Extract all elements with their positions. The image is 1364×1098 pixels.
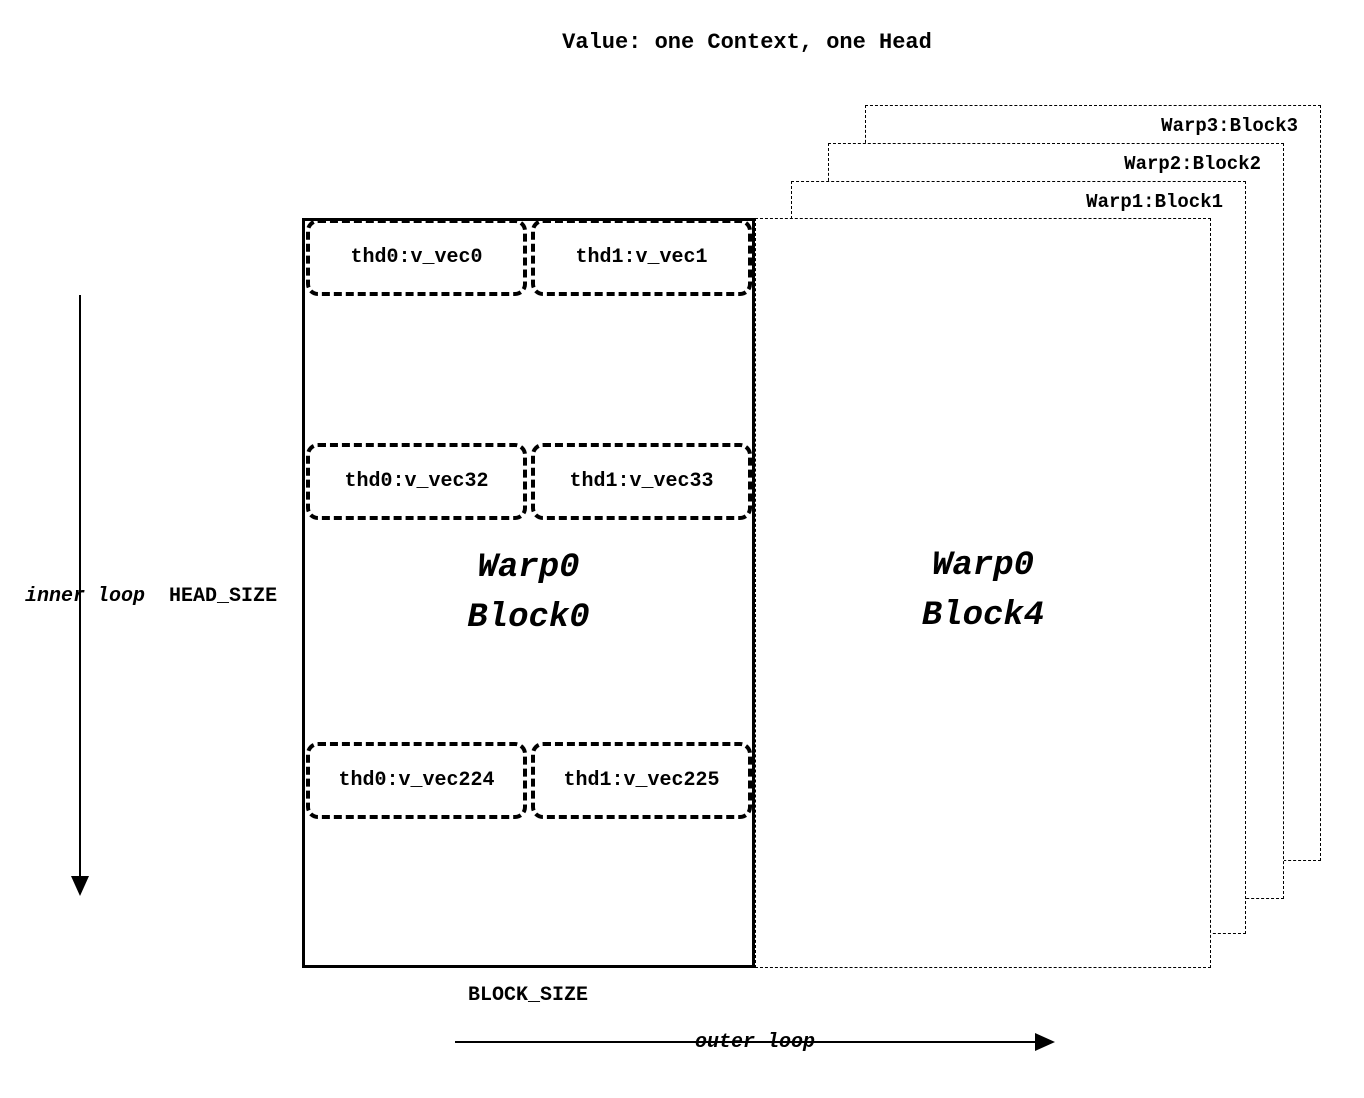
warp0-block0-line2: Block0 (467, 599, 590, 637)
vec-box-row1-right: thd1:v_vec1 (531, 219, 752, 296)
vec-box-row3-left: thd0:v_vec224 (306, 742, 527, 819)
inner-loop-label: inner loop HEAD_SIZE (25, 585, 277, 608)
warp3-block3-label: Warp3:Block3 (1161, 115, 1298, 137)
down-arrowhead-icon (71, 876, 89, 896)
head-size-label: HEAD_SIZE (169, 585, 278, 608)
warp0-block0-title: Warp0 Block0 (305, 543, 752, 643)
vec-label: thd1:v_vec33 (569, 470, 714, 493)
warp0-block4-box: Warp0 Block4 (755, 218, 1211, 968)
warp2-block2-label: Warp2:Block2 (1124, 153, 1261, 175)
block-size-label: BLOCK_SIZE (467, 984, 589, 1007)
vec-label: thd1:v_vec1 (575, 246, 708, 269)
vec-label: thd0:v_vec32 (344, 470, 489, 493)
vec-box-row2-left: thd0:v_vec32 (306, 443, 527, 520)
right-arrowhead-icon (1035, 1033, 1055, 1051)
inner-loop-arrow-line (79, 295, 81, 878)
vec-box-row2-right: thd1:v_vec33 (531, 443, 752, 520)
warp1-block1-label: Warp1:Block1 (1086, 191, 1223, 213)
vec-box-row1-left: thd0:v_vec0 (306, 219, 527, 296)
vec-label: thd0:v_vec0 (350, 246, 483, 269)
vec-label: thd1:v_vec225 (563, 769, 720, 792)
diagram-title: Value: one Context, one Head (562, 30, 932, 55)
warp0-block4-title: Warp0 Block4 (756, 541, 1210, 641)
outer-loop-arrow-line (455, 1041, 1037, 1043)
outer-loop-label: outer loop (694, 1031, 816, 1054)
warp0-block0-line1: Warp0 (477, 549, 580, 587)
vec-box-row3-right: thd1:v_vec225 (531, 742, 752, 819)
warp0-block4-line2: Block4 (921, 597, 1045, 635)
vec-label: thd0:v_vec224 (338, 769, 495, 792)
warp0-block4-line1: Warp0 (931, 547, 1035, 585)
warp0-block0-box: thd0:v_vec0 thd1:v_vec1 thd0:v_vec32 thd… (302, 218, 755, 968)
inner-loop-text: inner loop (25, 585, 146, 608)
